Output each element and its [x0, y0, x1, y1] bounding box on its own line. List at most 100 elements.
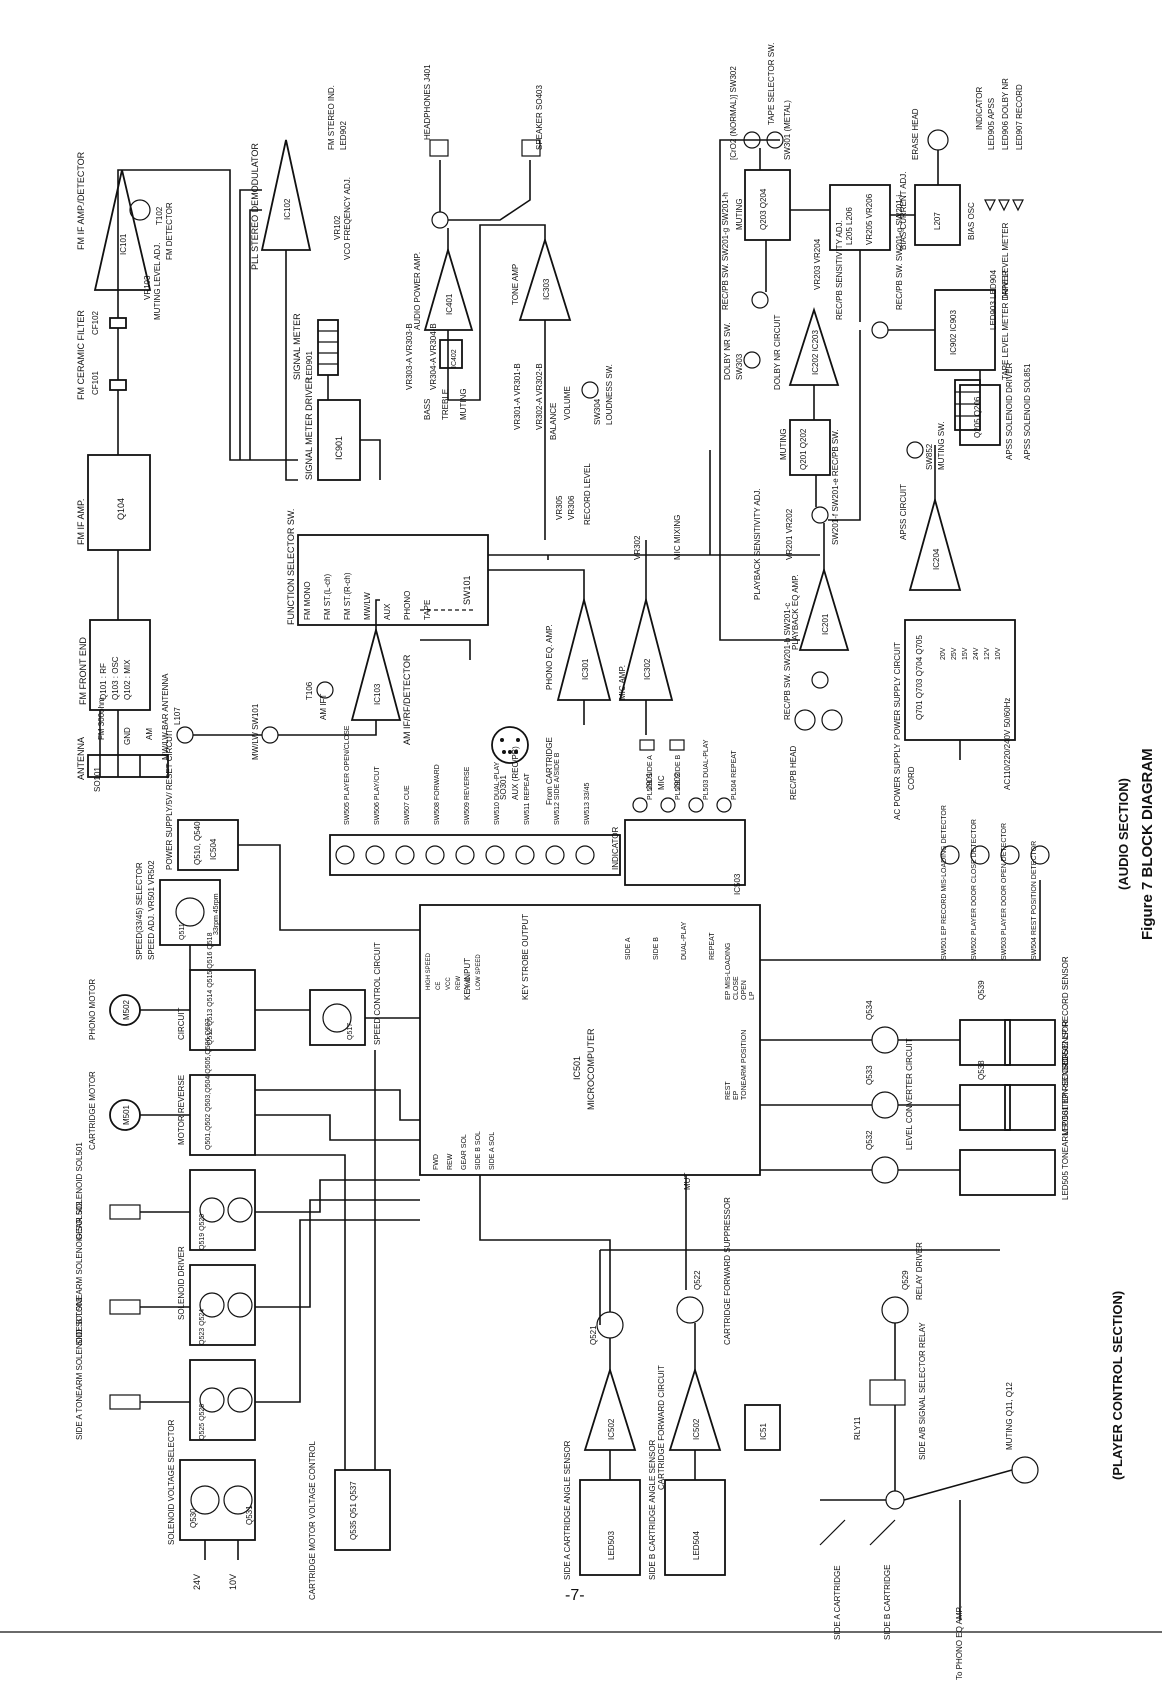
tape-selector-label: TAPE SELECTOR SW. — [767, 43, 776, 125]
motors: M501 CARTRIDGE MOTOR Q501,Q502 Q503,Q504… — [88, 932, 256, 1156]
side-b-cartridge-label: SIDE B CARTRIDGE — [883, 1565, 892, 1640]
headphones-jack — [429, 139, 449, 157]
ic502a-label: IC502 — [607, 1418, 616, 1440]
q511-transistor — [175, 897, 205, 927]
q512-label: Q512 Q513 Q514 Q515 Q516 Q518 — [207, 932, 214, 1045]
so301-socket — [491, 726, 529, 764]
fm-if-amp-label: FM IF AMP. — [76, 499, 86, 545]
q519-label: Q519 Q520 — [199, 1214, 206, 1250]
q534-transistor — [871, 1026, 899, 1054]
key-switch-symbol[interactable] — [515, 845, 535, 865]
vr205-label: VR205 VR206 — [865, 193, 874, 245]
q538-label: Q538 — [977, 1060, 986, 1080]
speaker-label: SPEAKER SO403 — [535, 85, 544, 150]
q517-transistor — [322, 1003, 352, 1033]
m501-label: M501 — [122, 1104, 131, 1125]
key-switch-symbol[interactable] — [545, 845, 565, 865]
sensors: Q539 LED502 LP RECORD SENSOR Q538 LED501… — [760, 956, 1070, 1200]
key-switch-label: SW506 PLAY/CUT — [374, 766, 381, 825]
apss: IC204 APSS CIRCUIT SW852 MUTING SW. Q205… — [899, 362, 1032, 591]
q203-block — [744, 169, 791, 241]
so101-label: SO101 — [93, 767, 102, 792]
bass-label: BASS — [423, 399, 432, 420]
q531-label: Q531 — [245, 1505, 254, 1525]
ic303-label: IC303 — [542, 278, 551, 300]
function-selector-label: FUNCTION SELECTOR SW. — [286, 509, 296, 625]
motor-reverse-label: MOTOR REVERSE — [177, 1075, 186, 1145]
speed-selector-label: SPEED(33/45) SELECTOR — [135, 862, 144, 960]
mc-left-pin-label: SIDE A SOL — [489, 1132, 496, 1170]
ic202-label: IC202 IC203 — [811, 330, 820, 375]
indicator-label: PL503 DUAL-PLAY — [703, 739, 710, 800]
page-number: -7- — [565, 1587, 585, 1604]
q531-transistor — [223, 1485, 253, 1515]
mc-bottom-pin-label: OPEN — [741, 980, 748, 1000]
key-switch-symbol[interactable] — [335, 845, 355, 865]
q529-transistor — [881, 1296, 909, 1324]
q521-transistor — [596, 1311, 624, 1339]
mc-bottom-pin-label: LP — [749, 991, 756, 1000]
ic902-block — [934, 289, 996, 371]
audio-section: ANTENNA SO101 FM 300ohm GND AM FM FRONT … — [76, 43, 1032, 820]
mc-bottom-pin-label: EP MIS-LOADING — [725, 943, 732, 1000]
indicator-label: PL502 SIDE B — [675, 755, 682, 800]
rec-pb-sw-b-symbol — [811, 671, 829, 689]
signal-meter-label: SIGNAL METER — [292, 313, 302, 380]
v10-label: 10V — [228, 1574, 238, 1590]
fm-detector-label: FM DETECTOR — [165, 202, 174, 260]
ic102-label: IC102 — [283, 198, 292, 220]
vco-freq-adj-label: VCO FREQENCY ADJ. — [343, 177, 352, 260]
apss-solenoid-label: APSS SOLENOID SOL851 — [1023, 363, 1032, 460]
key-switch-symbol[interactable] — [365, 845, 385, 865]
ic204-amp — [908, 496, 962, 591]
muting-q203-label: MUTING — [735, 198, 744, 230]
am-label: AM — [145, 728, 154, 740]
mic-label: MIC — [657, 775, 666, 790]
indicator-lamp-symbol — [716, 797, 732, 813]
relay-driver-label: RELAY DRIVER — [915, 1242, 924, 1300]
key-switch-symbol[interactable] — [455, 845, 475, 865]
am-if-detector: IC103 AM IF/RF/DETECTOR T106 AM IFT MW/L… — [161, 599, 412, 760]
tone-amp-label: TONE AMP — [511, 264, 520, 305]
key-switch-symbol[interactable] — [395, 845, 415, 865]
ic101-amp — [93, 169, 152, 291]
ic302-label: IC302 — [643, 658, 652, 680]
figure-title: Figure 7 BLOCK DIAGRAM — [1139, 748, 1156, 940]
detector-switch-symbol[interactable] — [1000, 845, 1020, 865]
rec-pb-sw-f-symbol — [811, 506, 829, 524]
reset-circuit-block — [177, 819, 239, 871]
fm-front-end-label: FM FRONT END — [78, 637, 88, 705]
t102-label: T102 — [155, 206, 164, 225]
key-switch-symbol[interactable] — [485, 845, 505, 865]
ic503-label: IC503 — [733, 873, 742, 895]
supply-voltage-label: 10V — [995, 647, 1002, 660]
detector-switch-symbol[interactable] — [1030, 845, 1050, 865]
sw101-label: SW101 — [462, 575, 472, 605]
q522-label: Q522 — [693, 1270, 702, 1290]
cart-forward-supp-label: CARTRIDGE FORWARD SUPPRESSOR — [723, 1197, 732, 1345]
vr201-label: VR201 VR202 — [785, 508, 794, 560]
cf102-filter — [109, 317, 127, 329]
q534-label: Q534 — [865, 1000, 874, 1020]
detector-switch-symbol[interactable] — [940, 845, 960, 865]
fm-if-amp: FM IF AMP. Q104 — [76, 454, 151, 620]
side-a-solenoid-driver — [189, 1359, 256, 1441]
tone-amp: IC303 TONE AMP VR301-A VR301-B VR302-A V… — [448, 224, 614, 540]
key-switch-symbol[interactable] — [575, 845, 595, 865]
detector-switch-symbol[interactable] — [970, 845, 990, 865]
relay-coil — [869, 1379, 906, 1406]
key-switch-symbol[interactable] — [425, 845, 445, 865]
loudness-switch-symbol — [581, 381, 599, 399]
mic-amp-label: MIC AMP. — [618, 665, 627, 700]
q510-label: Q510, Q540 — [193, 821, 202, 865]
fm-ceramic-filter: FM CERAMIC FILTER CF101 CF102 — [76, 290, 127, 455]
mc-right-pin-label: DUAL-PLAY — [681, 921, 688, 960]
pll-stereo-demod-label: PLL STEREO DEMODULATOR — [250, 143, 260, 270]
rec-pb-sw-f-label: SW201-f SW201-e REC/PB SW. — [831, 429, 840, 545]
am-if-rf-det-label: AM IF/RF/DETECTOR — [402, 654, 412, 745]
q539-label: Q539 — [977, 980, 986, 1000]
